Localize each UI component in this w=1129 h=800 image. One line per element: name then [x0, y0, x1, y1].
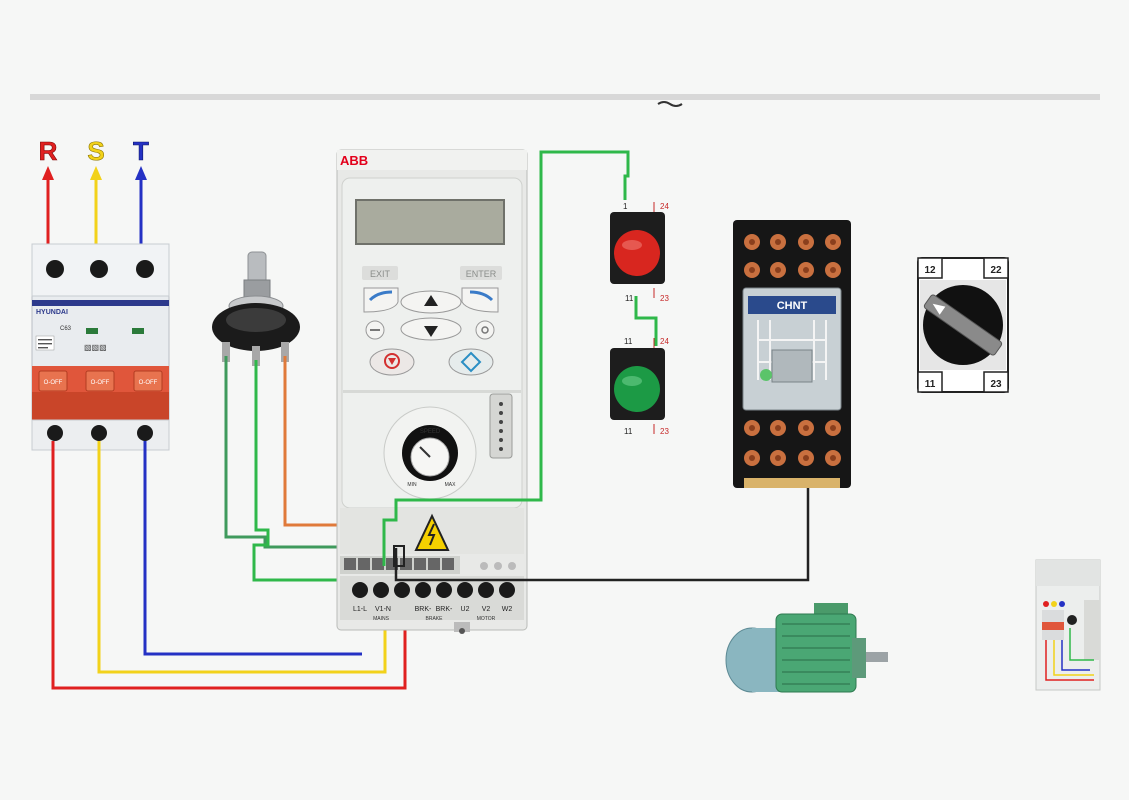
relay-module: CHNT [733, 220, 851, 488]
start-button-cap[interactable] [614, 366, 660, 412]
selector-tl: 12 [924, 265, 936, 276]
pushbutton-stop[interactable]: 1 24 11 23 [610, 202, 669, 303]
terminal-l1: L1-L [353, 606, 367, 613]
selector-tr: 22 [990, 265, 1002, 276]
breaker-switch-2-label: O-OFF [91, 380, 110, 386]
pb2-tl: 11 [624, 337, 633, 346]
wire-black [394, 488, 810, 582]
group-motor: MOTOR [477, 616, 496, 622]
selector-lever[interactable] [923, 294, 1003, 356]
drive-display [355, 199, 505, 245]
group-brake: BRAKE [426, 616, 444, 622]
breaker-switch-3-label: O-OFF [139, 380, 158, 386]
wire-button-link [634, 296, 658, 346]
pb1-bl: 11 [625, 294, 634, 303]
warning-icon [414, 513, 450, 551]
breaker-model: C63 [60, 326, 72, 332]
drive-start-key[interactable] [448, 348, 494, 376]
thumbnail-preview[interactable] [1035, 559, 1101, 691]
wire-pot-darkgreen [224, 356, 350, 549]
drive-exit-key[interactable] [363, 287, 399, 313]
phase-s-label: S [87, 136, 104, 166]
relay-brand: CHNT [777, 300, 808, 312]
drive-enter-key[interactable] [461, 287, 499, 313]
svg-text:▧▧▧: ▧▧▧ [84, 343, 107, 352]
pb1-br: 23 [660, 294, 669, 303]
group-mains: MAINS [373, 616, 390, 622]
terminal-brk-1: BRK- [415, 606, 432, 613]
circuit-breaker: HYUNDAI C63 ▧▧▧ O-OFF O-OFF O-OFF [31, 243, 170, 451]
phase-s: S [87, 136, 105, 244]
terminal-v2: V2 [482, 606, 491, 613]
divider-mark [657, 101, 683, 107]
wire-blue [143, 441, 362, 656]
terminal-w2: W2 [502, 606, 513, 613]
pb2-bl: 11 [624, 427, 633, 436]
stop-button-cap[interactable] [614, 230, 660, 276]
phase-t-label: T [133, 136, 149, 166]
phase-r: R [38, 136, 58, 244]
phase-t: T [133, 136, 149, 244]
wire-yellow [97, 441, 387, 674]
pb2-tr: 24 [660, 337, 669, 346]
selector-br: 23 [990, 379, 1002, 390]
motor [725, 603, 888, 693]
breaker-brand: HYUNDAI [36, 309, 68, 316]
terminal-u2: U2 [461, 606, 470, 613]
pb1-tr: 24 [660, 202, 669, 211]
drive-enter-label: ENTER [466, 269, 497, 279]
top-divider [30, 94, 1100, 100]
pushbutton-start[interactable]: 11 24 11 23 [610, 337, 669, 436]
drive-speed-label: SPEED [420, 429, 441, 435]
abb-drive: ABB EXIT ENTER SPEED MIN MAX [336, 149, 528, 634]
terminal-brk-2: BRK- [436, 606, 453, 613]
pb2-br: 23 [660, 427, 669, 436]
pb1-tl: 1 [623, 202, 628, 211]
potentiometer [212, 251, 300, 366]
drive-brand: ABB [340, 153, 368, 168]
phase-r-label: R [39, 136, 58, 166]
terminal-n: V1-N [375, 606, 391, 613]
wire-control-green [382, 150, 630, 566]
drive-right-small-key[interactable] [475, 320, 495, 340]
wire-red [51, 441, 407, 690]
drive-max-label: MAX [445, 482, 457, 488]
breaker-switch-1-label: O-OFF [44, 380, 63, 386]
drive-min-label: MIN [407, 482, 417, 488]
drive-exit-label: EXIT [370, 269, 391, 279]
selector-switch[interactable]: 12 22 11 23 [917, 257, 1009, 393]
selector-bl: 11 [925, 379, 936, 390]
